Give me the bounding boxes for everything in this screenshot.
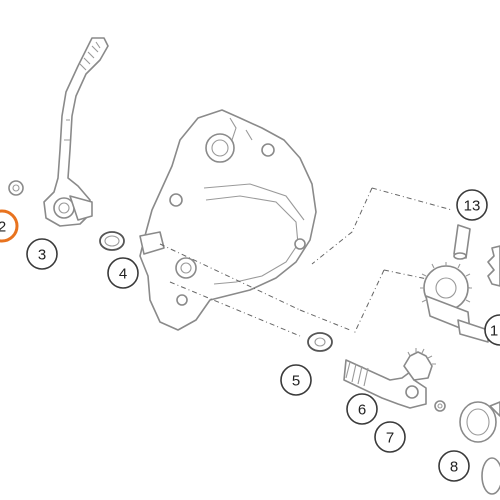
gear-right-upper (487, 245, 500, 287)
callout-label-3: 3 (38, 247, 46, 264)
seal-ring-4 (99, 231, 125, 251)
callout-13: 13 (456, 189, 488, 221)
callout-3: 3 (26, 238, 58, 270)
callout-label-4: 4 (119, 266, 127, 283)
callout-label-7: 7 (386, 430, 394, 447)
washer-5 (307, 332, 333, 352)
callout-label-13: 13 (464, 198, 481, 215)
ring-bottom-right (481, 457, 500, 495)
washer-7 (434, 400, 446, 412)
intermediate-gear (420, 262, 489, 343)
callout-5: 5 (280, 364, 312, 396)
callout-7: 7 (374, 421, 406, 453)
callout-label-5: 5 (292, 373, 300, 390)
callout-label-8: 8 (450, 459, 458, 476)
kick-spring (459, 401, 500, 443)
callout-label-6: 6 (358, 402, 366, 419)
kick-shaft-6 (343, 348, 436, 409)
callout-2: 2 (0, 209, 19, 243)
callout-8: 8 (438, 450, 470, 482)
washer-small (8, 180, 24, 196)
callout-label-1-partial: 1 (490, 323, 498, 340)
callout-1-partial: 1 (484, 314, 500, 346)
engine-case-cover (139, 109, 317, 331)
callout-4: 4 (107, 257, 139, 289)
pin-13 (453, 224, 471, 260)
kick-starter-lever (43, 37, 109, 227)
callout-label-2: 2 (0, 219, 6, 236)
callout-6: 6 (346, 393, 378, 425)
